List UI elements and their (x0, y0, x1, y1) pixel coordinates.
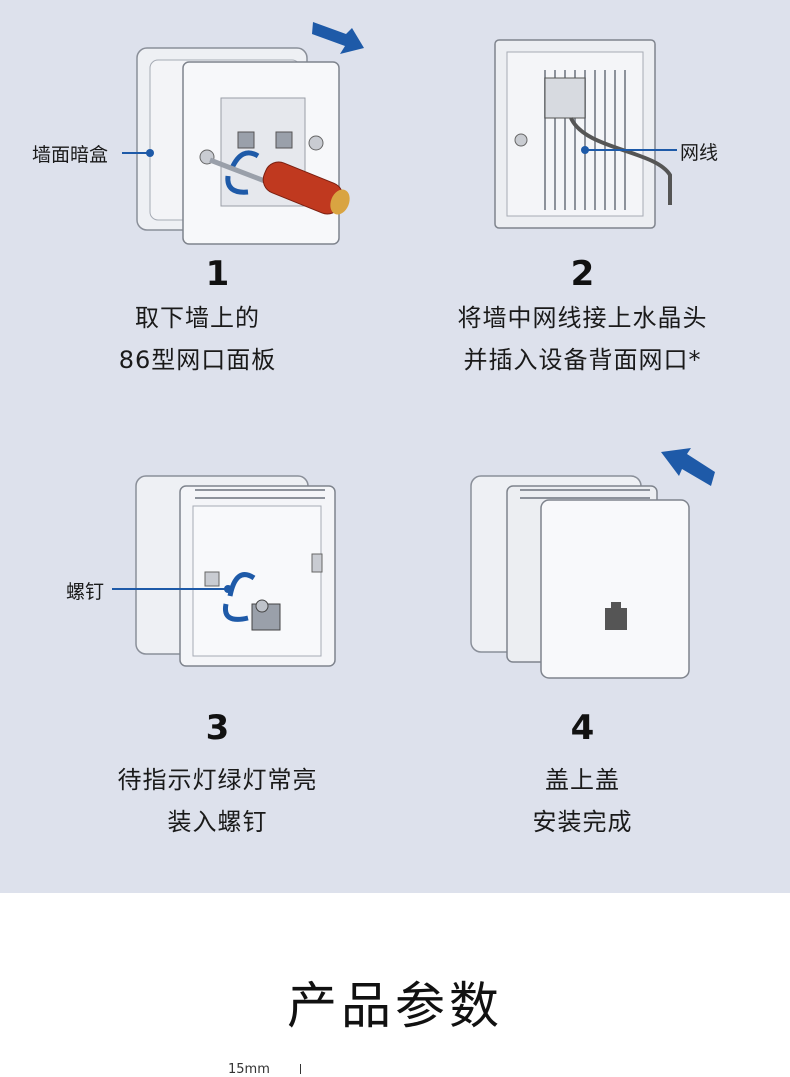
step-1-number: 1 (205, 254, 230, 294)
step-1-illustration (122, 22, 364, 245)
step-1-line-1: 取下墙上的 (135, 304, 260, 332)
callout-network-cable: 网线 (680, 142, 719, 164)
callout-screw: 螺钉 (66, 581, 105, 603)
step-1: 墙面暗盒 1 取下墙上的 86型网口面板 (0, 0, 395, 446)
section-title-product-specs: 产品参数 (287, 977, 503, 1035)
step-2-line-2: 并插入设备背面网口* (463, 346, 702, 374)
step-4-number: 4 (570, 708, 595, 748)
step-4-illustration (470, 448, 715, 679)
step-2-line-1: 将墙中网线接上水晶头 (457, 304, 708, 332)
callout-wall-box: 墙面暗盒 (32, 144, 109, 166)
step-4: 4 盖上盖 安装完成 (395, 446, 790, 892)
installation-steps-panel: 墙面暗盒 1 取下墙上的 86型网口面板 网线 2 将墙中网线接上水 (0, 0, 790, 893)
step-3-illustration (112, 475, 336, 667)
step-2-number: 2 (570, 254, 595, 294)
dimension-label: 15mm (228, 1062, 270, 1077)
step-3-line-2: 装入螺钉 (167, 808, 268, 836)
step-2-illustration (494, 39, 677, 229)
step-2: 网线 2 将墙中网线接上水晶头 并插入设备背面网口* (395, 0, 790, 446)
step-1-line-2: 86型网口面板 (118, 346, 277, 374)
step-3: 螺钉 3 待指示灯绿灯常亮 装入螺钉 (0, 446, 395, 892)
dimension-tick (300, 1064, 301, 1074)
step-3-number: 3 (205, 708, 230, 748)
step-4-line-1: 盖上盖 (545, 766, 620, 794)
step-3-line-1: 待指示灯绿灯常亮 (117, 766, 318, 794)
step-4-line-2: 安装完成 (532, 808, 633, 836)
